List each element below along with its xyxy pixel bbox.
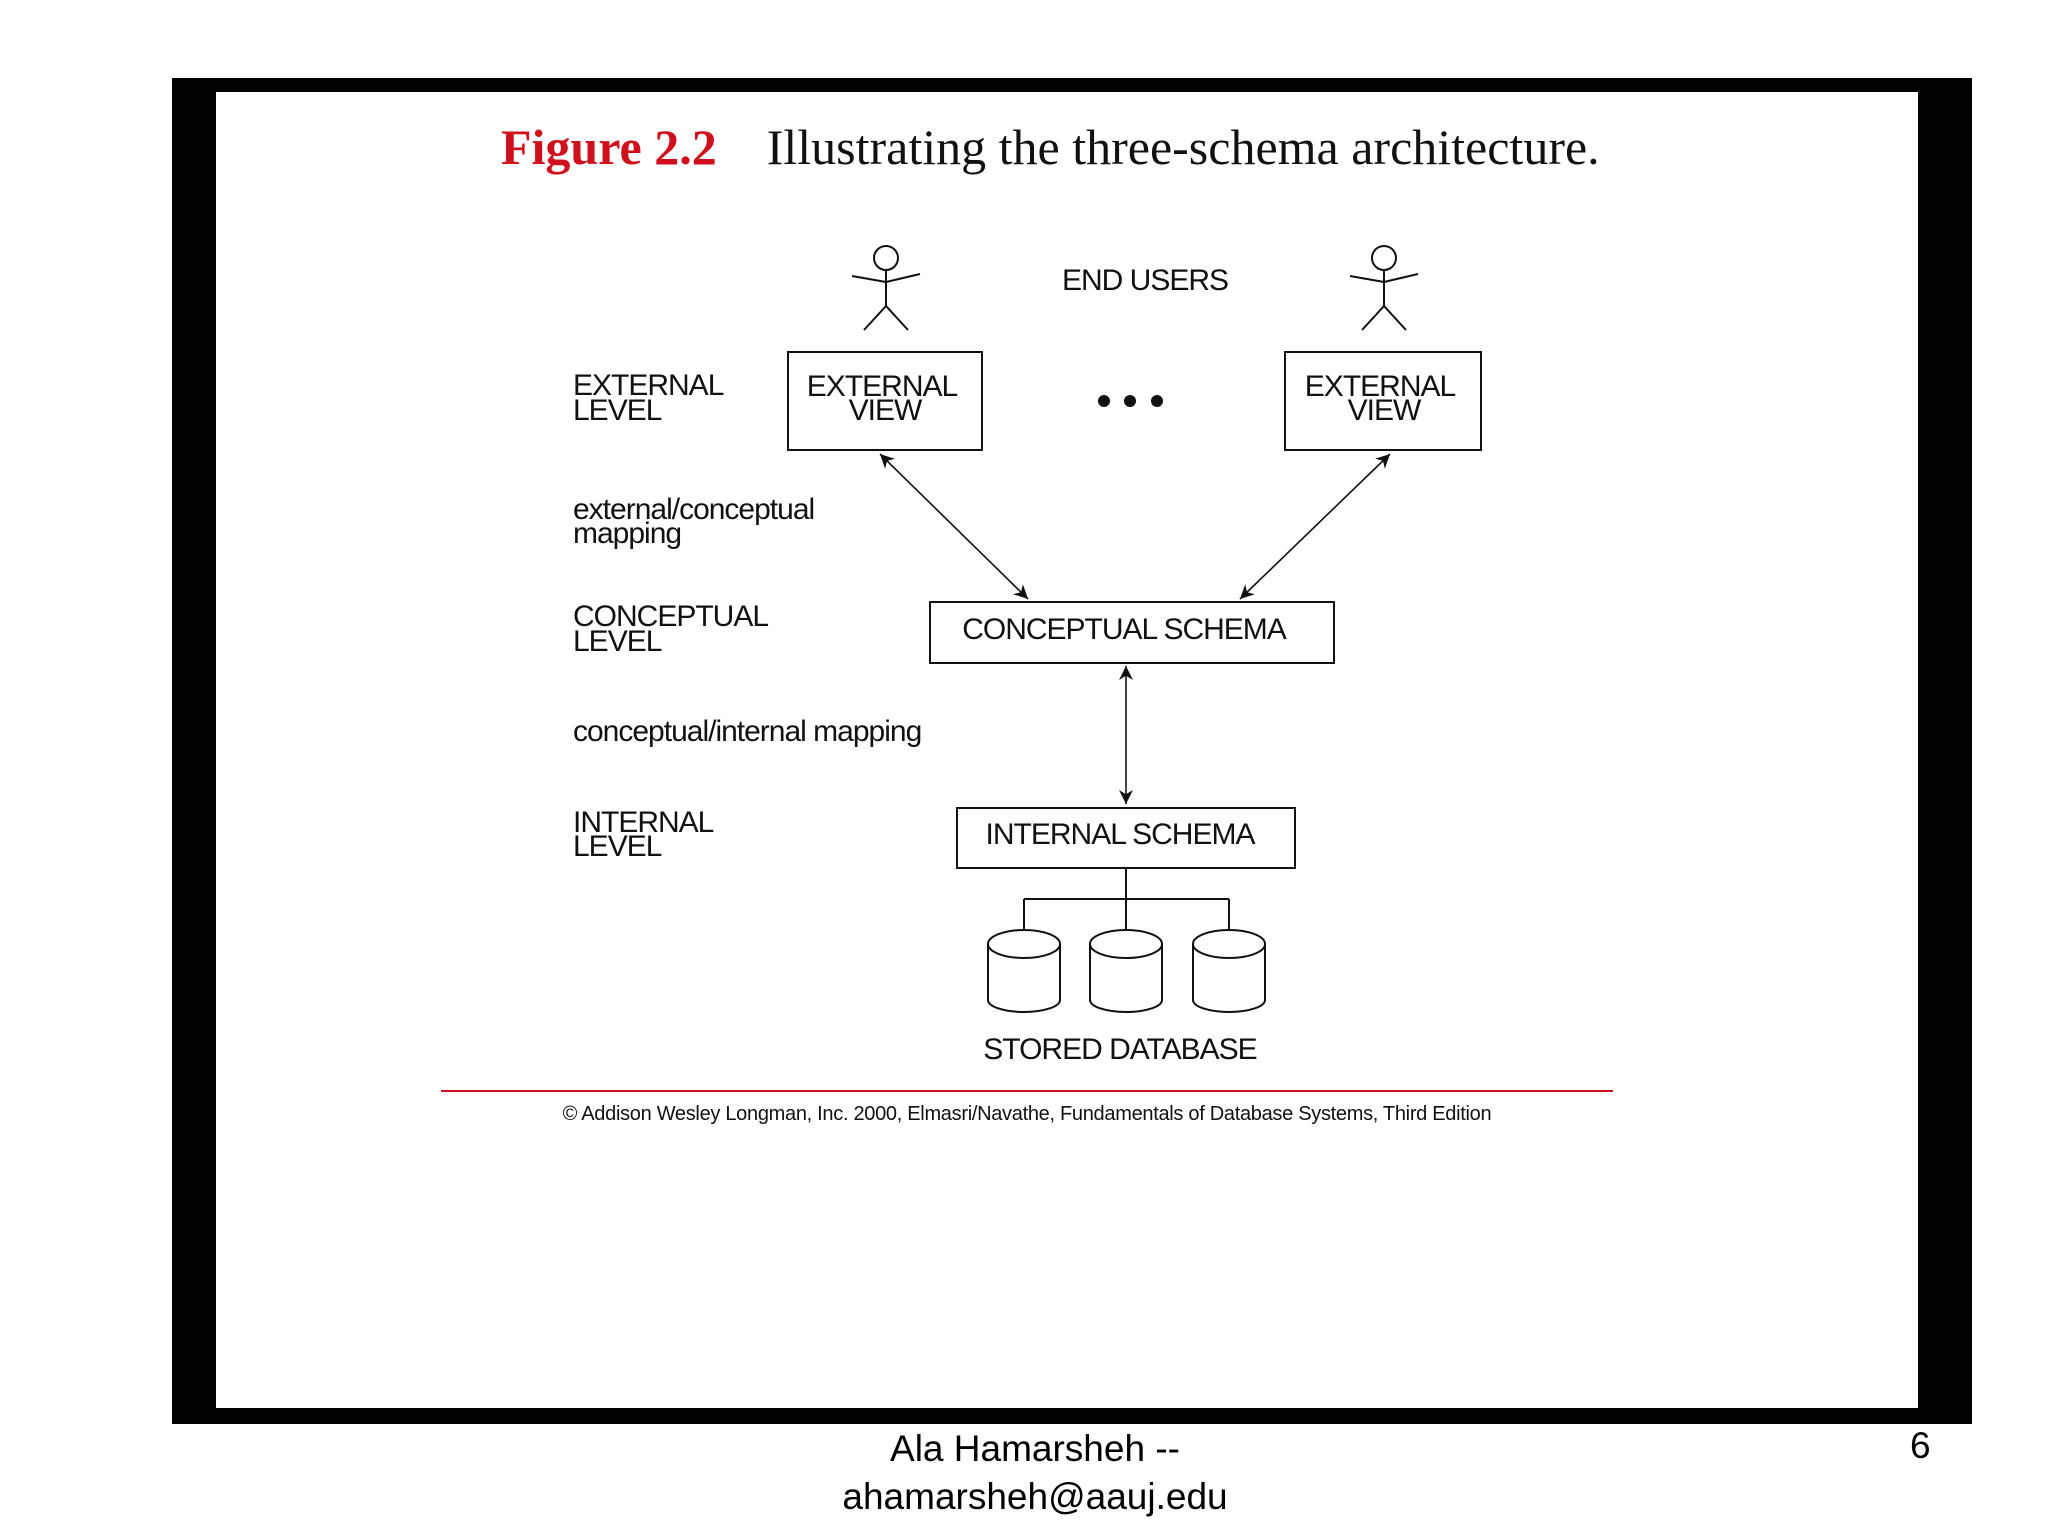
database-cylinder-icon (1192, 929, 1266, 1013)
conceptual-schema-box (929, 601, 1335, 664)
external-view-right-line2: VIEW (1348, 394, 1422, 427)
external-view-box-left (787, 351, 983, 451)
figure-number: Figure 2.2 (501, 119, 717, 175)
external-view-right-line1: EXTERNAL (1305, 370, 1456, 403)
conceptual-level-label-line1: CONCEPTUAL (573, 600, 768, 633)
ellipsis-dots-icon (1098, 395, 1163, 407)
figure-frame: Figure 2.2 Illustrating the three-schema … (172, 78, 1972, 1424)
ext-conc-mapping-label-line2: mapping (573, 517, 681, 550)
author-name: Ala Hamarsheh -- (890, 1428, 1180, 1469)
internal-level-label-line1: INTERNAL (573, 806, 714, 839)
author-email: ahamarsheh@aauj.edu (842, 1476, 1228, 1517)
internal-schema-label: INTERNAL SCHEMA (986, 818, 1256, 851)
end-user-icon (851, 245, 921, 331)
database-cylinder-icon (987, 929, 1061, 1013)
slide-number: 6 (1910, 1425, 1931, 1466)
figure-panel: Figure 2.2 Illustrating the three-schema … (216, 92, 1918, 1408)
external-level-label-line2: LEVEL (573, 394, 662, 427)
external-level-label-line1: EXTERNAL (573, 369, 724, 402)
mapping-arrow-right (1239, 453, 1391, 600)
end-user-icon (1349, 245, 1419, 331)
figure-title: Figure 2.2 Illustrating the three-schema … (501, 118, 1600, 176)
stored-database-label: STORED DATABASE (983, 1033, 1256, 1066)
three-schema-diagram: END USERS EXTERNAL LEVEL external/concep… (441, 245, 1613, 1125)
copyright-text: © Addison Wesley Longman, Inc. 2000, Elm… (563, 1103, 1492, 1125)
internal-schema-box (956, 807, 1296, 869)
figure-caption: Illustrating the three-schema architectu… (766, 119, 1600, 175)
footer-author: Ala Hamarsheh -- ahamarsheh@aauj.edu (760, 1425, 1310, 1521)
end-users-label: END USERS (1062, 264, 1228, 297)
storage-connector (1023, 868, 1230, 930)
conc-int-mapping-label: conceptual/internal mapping (573, 715, 921, 748)
conceptual-level-label-line2: LEVEL (573, 625, 662, 658)
external-view-left-line1: EXTERNAL (807, 370, 958, 403)
conceptual-schema-label: CONCEPTUAL SCHEMA (962, 613, 1287, 646)
external-view-box-right (1284, 351, 1482, 451)
ext-conc-mapping-label-line1: external/conceptual (573, 493, 814, 526)
internal-level-label-line2: LEVEL (573, 830, 662, 863)
database-cylinder-icon (1089, 929, 1163, 1013)
mapping-arrow-left (879, 453, 1029, 600)
external-view-left-line2: VIEW (849, 394, 923, 427)
